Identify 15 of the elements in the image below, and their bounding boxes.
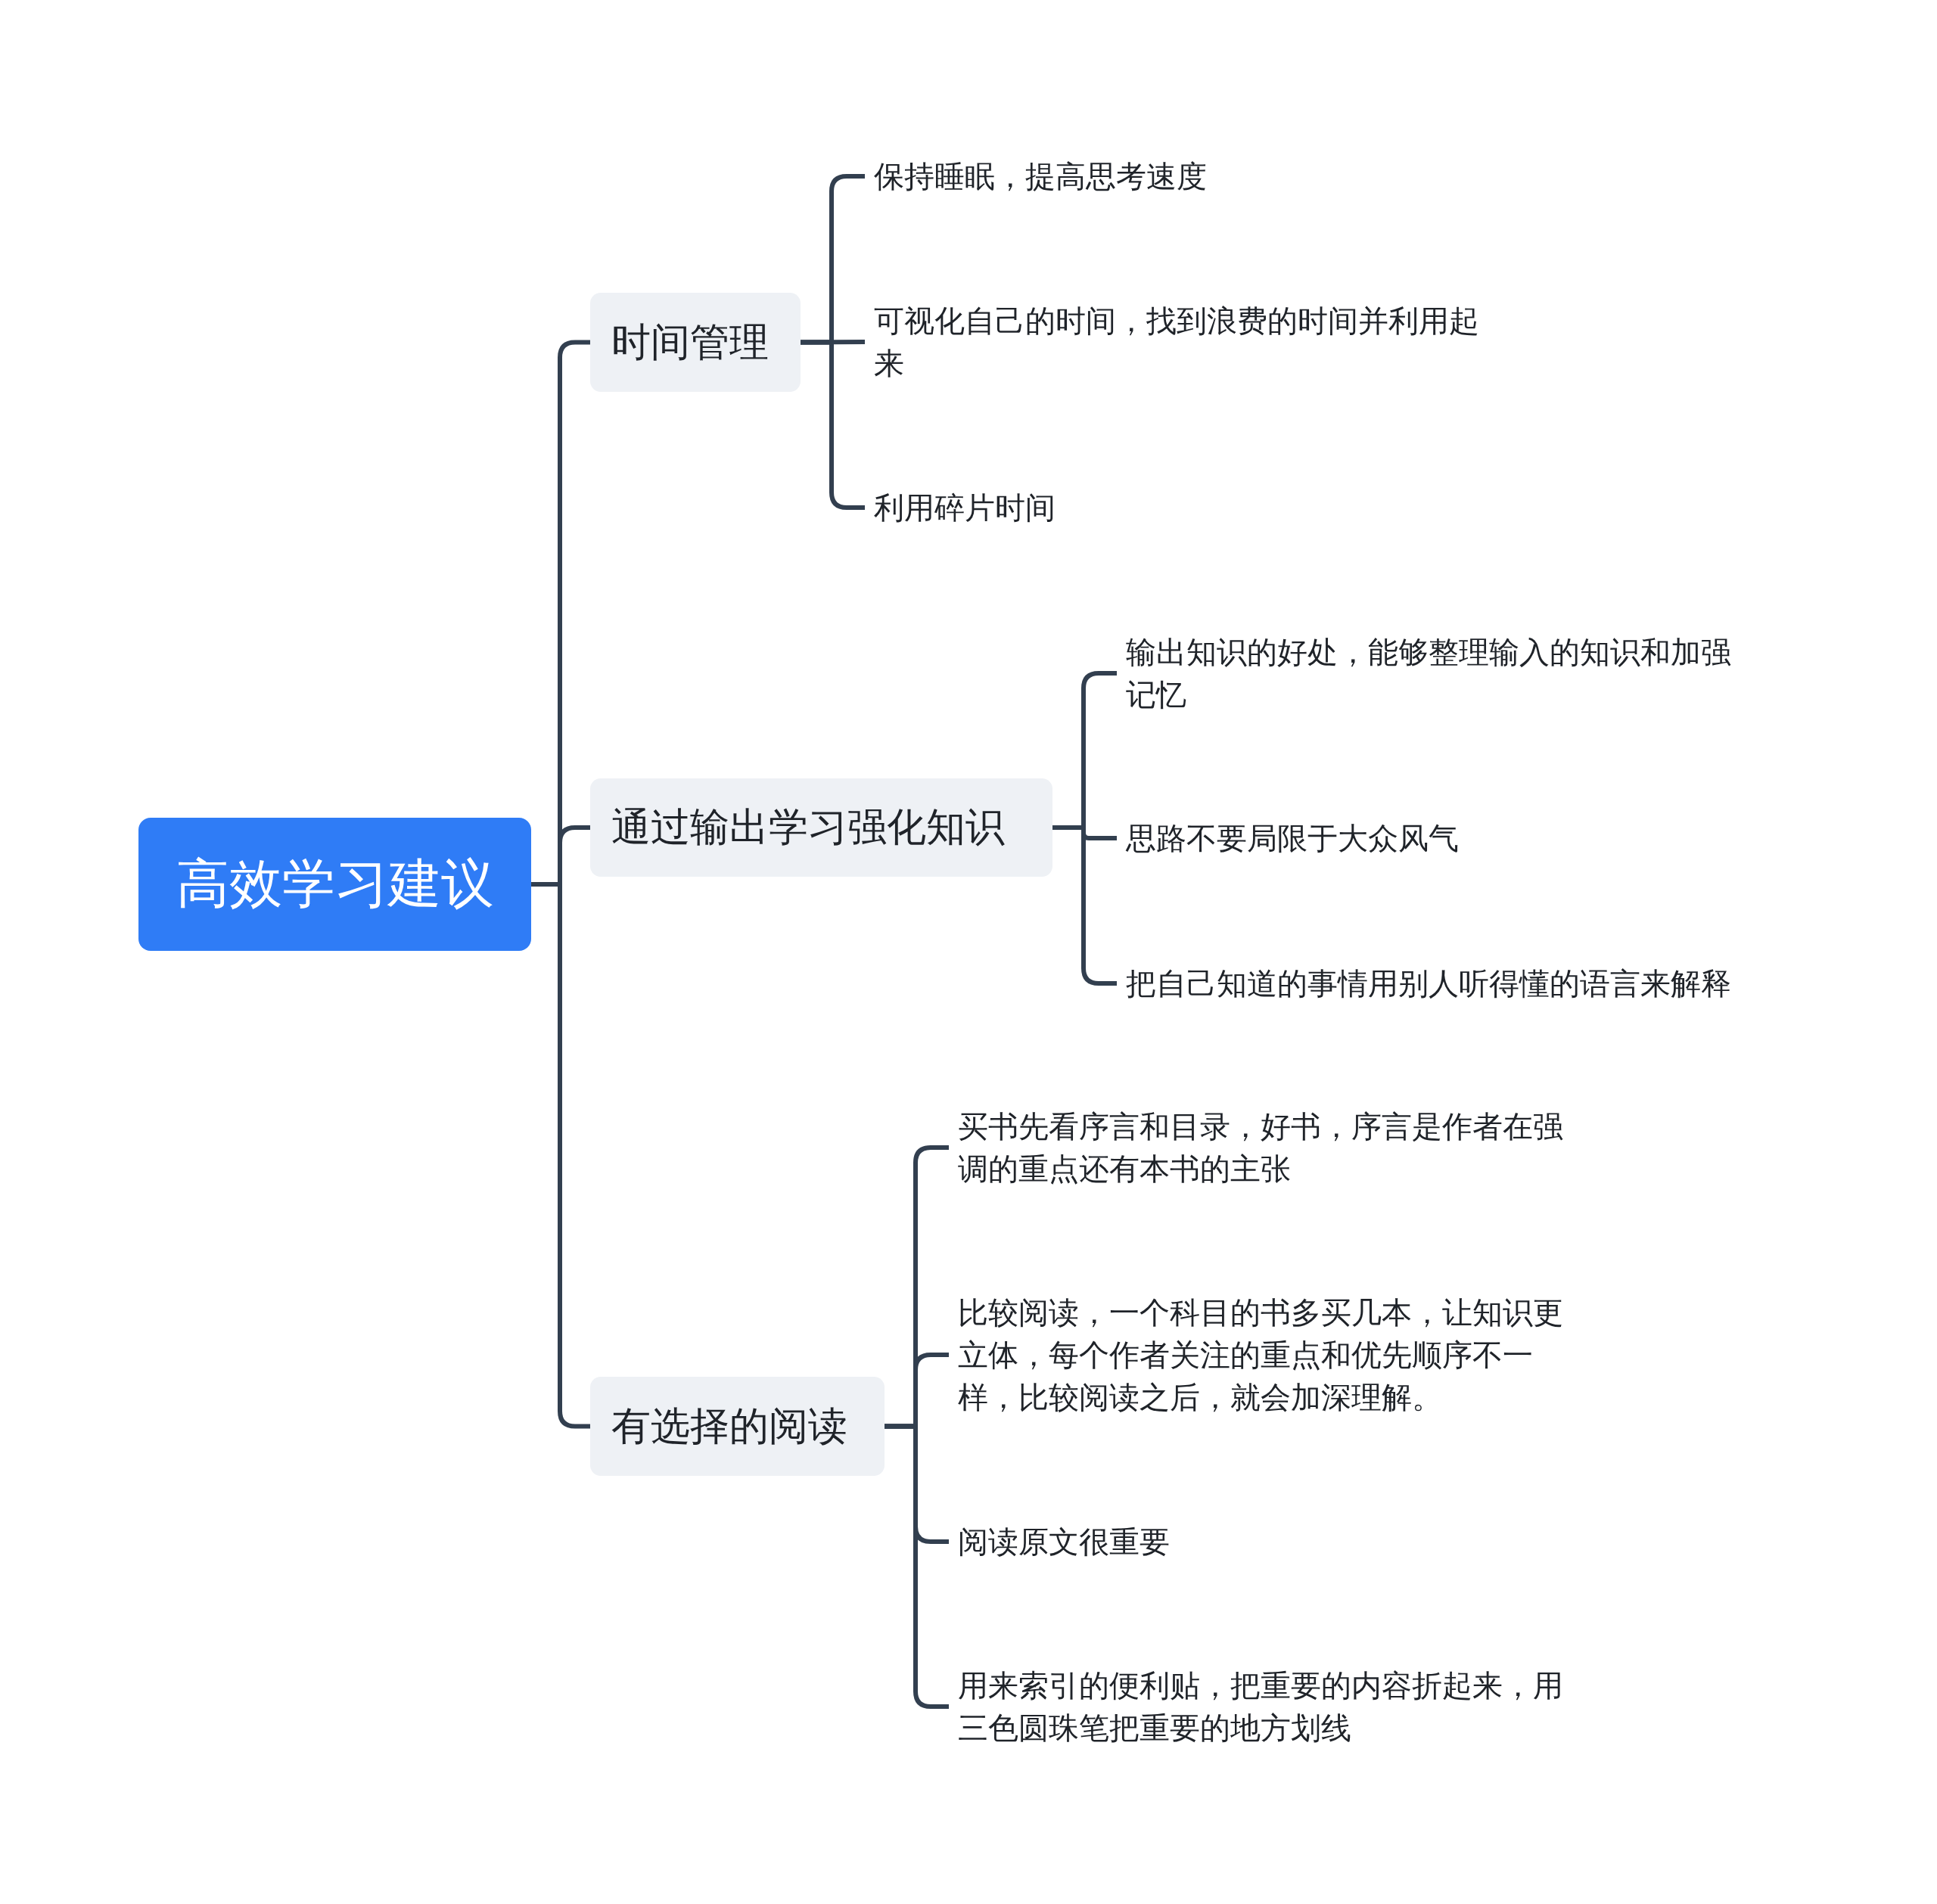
subtopic-text: 比较阅读，一个科目的书多买几本，让知识更立体，每个作者关注的重点和优先顺序不一样，比较阅读之后，就会加深理解。: [949, 1291, 1572, 1418]
subtopic-text: 输出知识的好处，能够整理输入的知识和加强记忆: [1117, 631, 1740, 716]
main-topic: 时间管理: [590, 293, 801, 392]
subtopic-text: 阅读原文很重要: [949, 1520, 1572, 1563]
subtopic-text: 思路不要局限于大众风气: [1117, 817, 1740, 859]
central-topic: 高效学习建议: [138, 818, 531, 951]
subtopic-text: 把自己知道的事情用别人听得懂的语言来解释: [1117, 962, 1740, 1005]
main-topic: 通过输出学习强化知识: [590, 778, 1052, 877]
subtopic-text: 买书先看序言和目录，好书，序言是作者在强调的重点还有本书的主张: [949, 1105, 1572, 1190]
subtopic-text: 可视化自己的时间，找到浪费的时间并利用起来: [865, 300, 1488, 384]
subtopic-text: 保持睡眠，提高思考速度: [865, 155, 1488, 197]
main-topic: 有选择的阅读: [590, 1377, 885, 1476]
subtopic-text: 用来索引的便利贴，把重要的内容折起来，用三色圆珠笔把重要的地方划线: [949, 1664, 1572, 1749]
connector-line: [800, 340, 866, 345]
subtopic-text: 利用碎片时间: [865, 486, 1488, 529]
